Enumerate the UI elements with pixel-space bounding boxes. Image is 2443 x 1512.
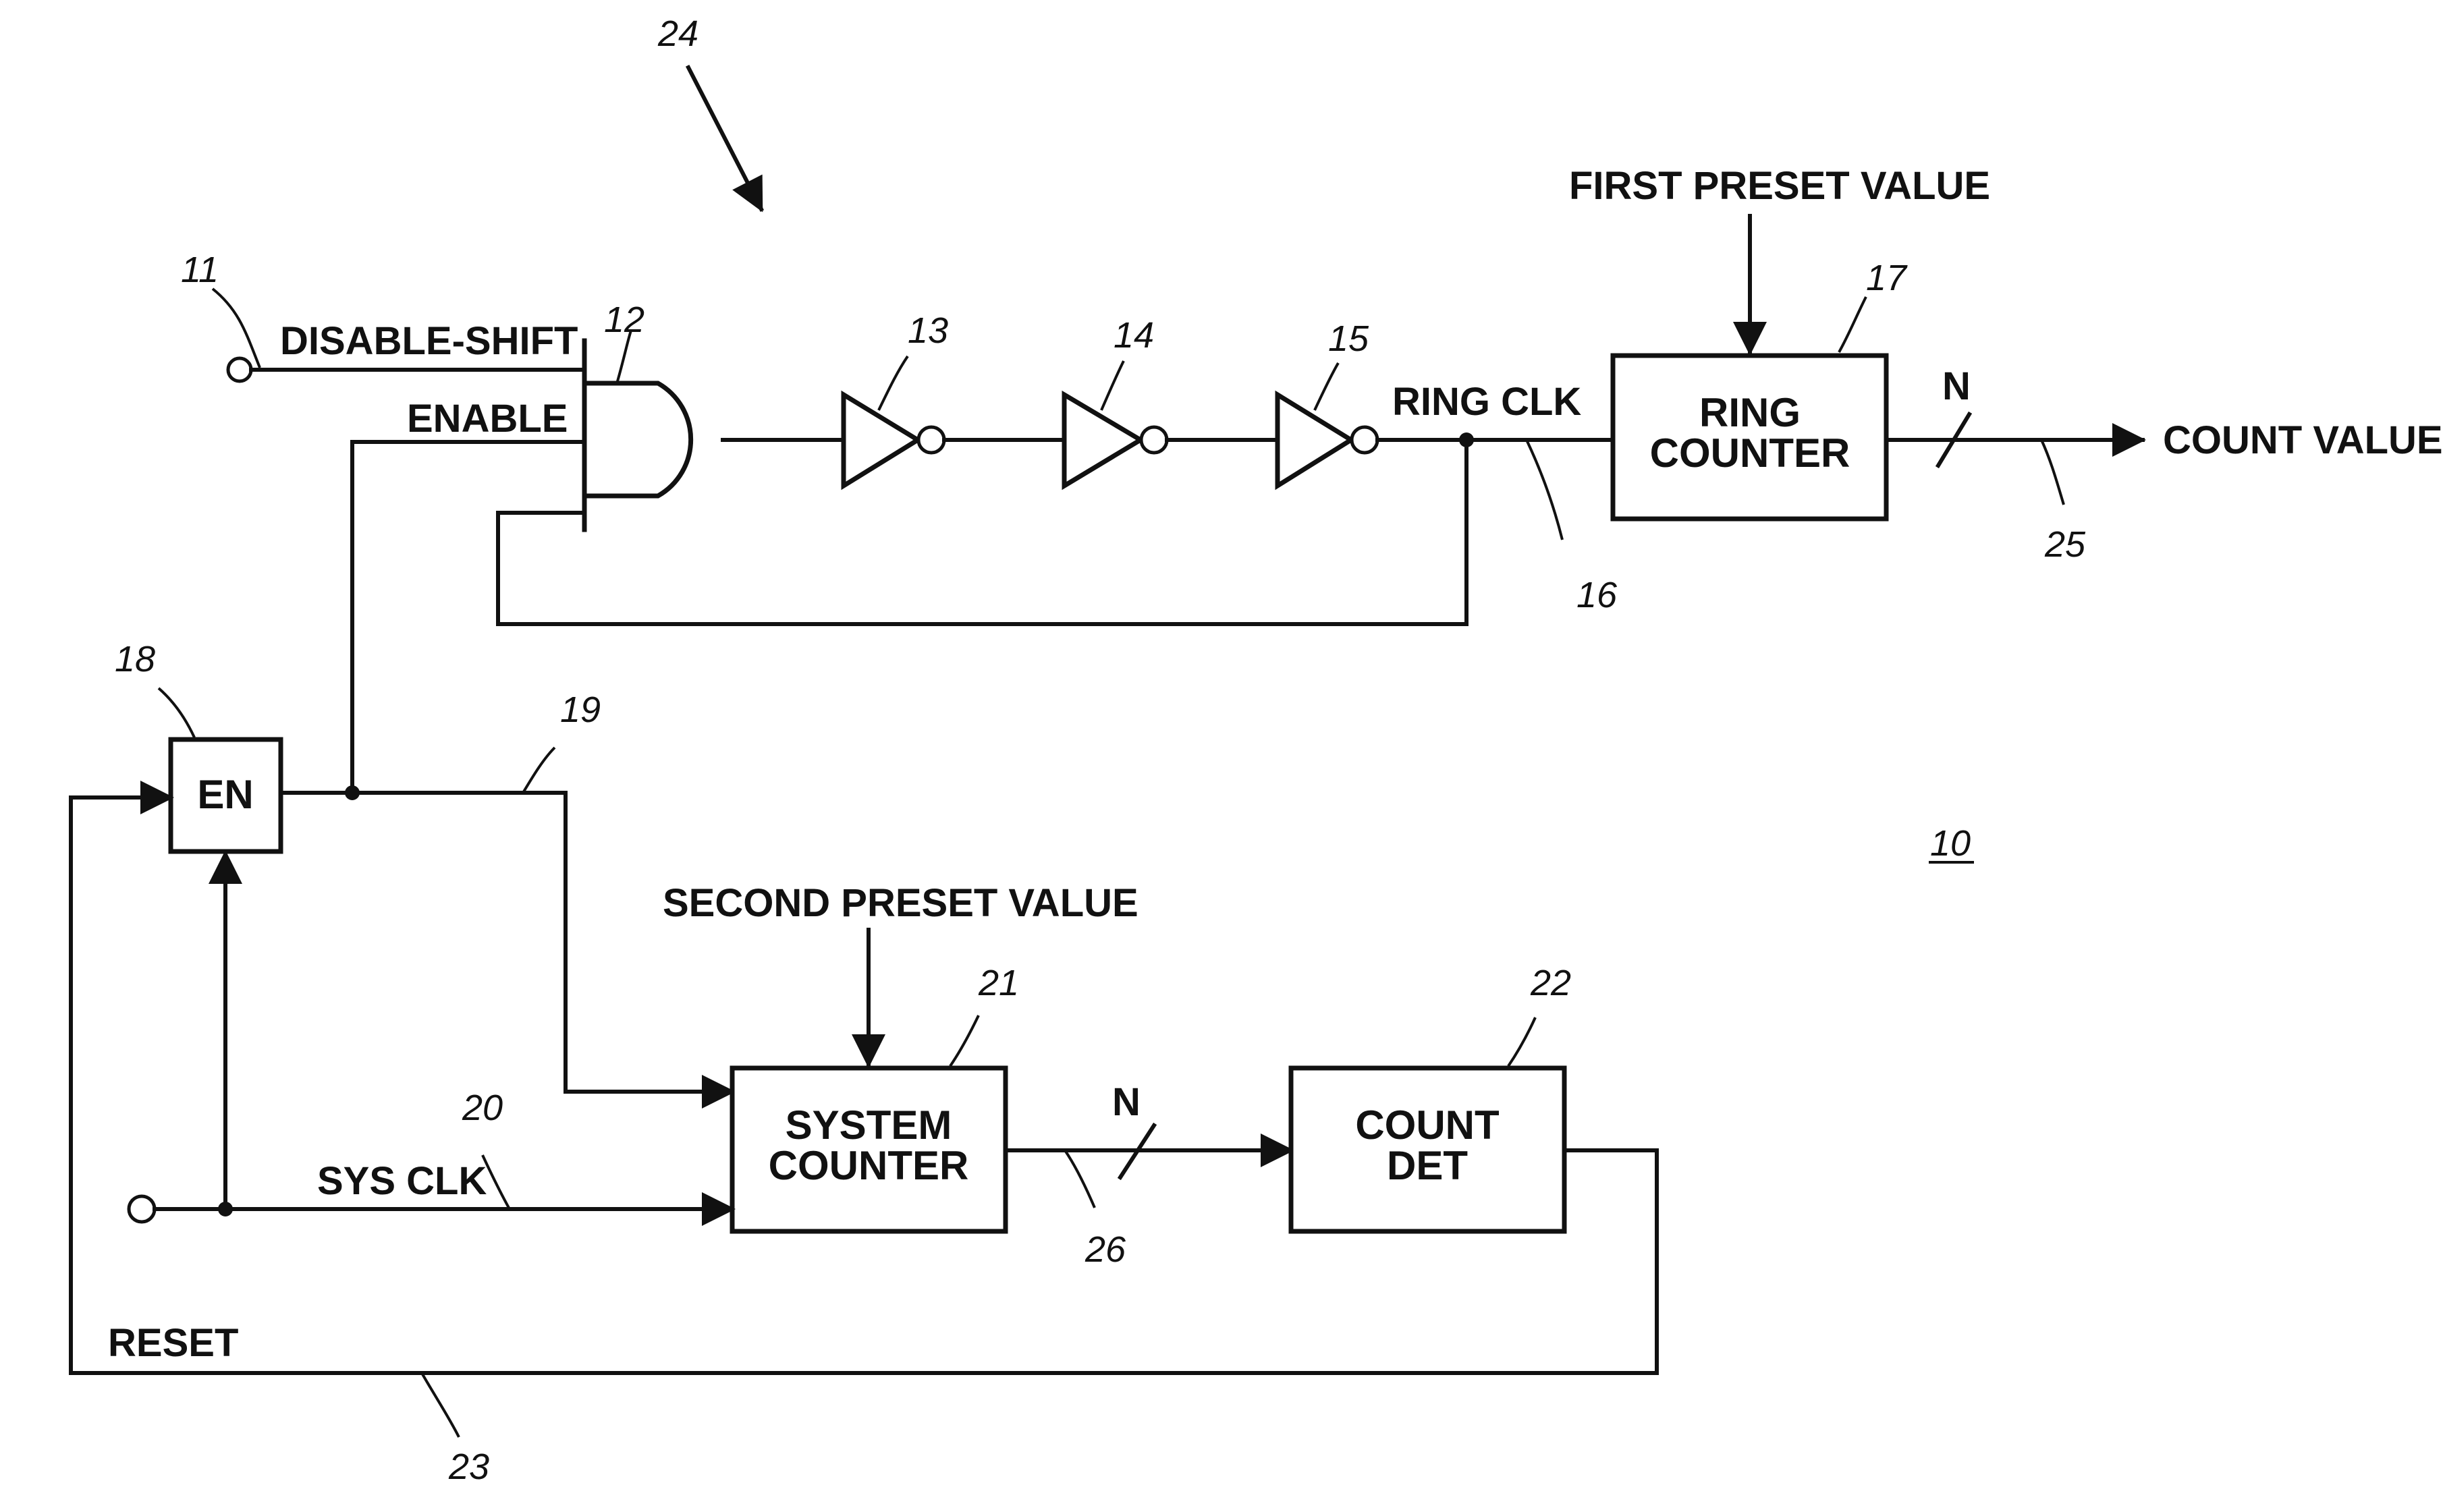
ref-21: 21 <box>978 963 1019 1003</box>
system-counter-label-line2: COUNTER <box>769 1143 969 1188</box>
and-gate-12 <box>584 341 691 530</box>
ref-12: 12 <box>604 300 644 340</box>
disable-shift-label: DISABLE-SHIFT <box>280 319 578 363</box>
bus-width-n-bottom: N <box>1112 1080 1141 1124</box>
system-counter-label-line1: SYSTEM <box>786 1102 952 1148</box>
ref-25: 25 <box>2044 524 2086 565</box>
ref-14: 14 <box>1114 315 1154 356</box>
ref-19: 19 <box>560 690 601 730</box>
count-det-label-line1: COUNT <box>1355 1102 1499 1148</box>
first-preset-label: FIRST PRESET VALUE <box>1569 164 1990 208</box>
ring-counter-label-line2: COUNTER <box>1650 430 1850 476</box>
sys-clk-label: SYS CLK <box>317 1159 487 1203</box>
count-det-label-line2: DET <box>1387 1143 1468 1188</box>
figure-pointer-arrow <box>688 67 761 209</box>
ref-26: 26 <box>1085 1229 1126 1270</box>
figure-number: 10 <box>1930 823 1971 864</box>
inverter-13 <box>844 395 944 486</box>
ring-clk-junction <box>1459 432 1474 447</box>
inverter-14 <box>1064 395 1167 486</box>
enable-label: ENABLE <box>407 397 568 441</box>
enable-junction <box>345 785 360 800</box>
ref-23: 23 <box>448 1447 489 1487</box>
ring-clk-label: RING CLK <box>1392 380 1581 424</box>
bus-width-n-top: N <box>1942 364 1971 408</box>
ref-18: 18 <box>115 639 155 679</box>
ref-13: 13 <box>908 310 948 351</box>
ref-15: 15 <box>1328 318 1369 359</box>
ring-counter-label-line1: RING <box>1699 390 1801 435</box>
reset-label: RESET <box>108 1321 238 1365</box>
ref-11: 11 <box>181 250 219 290</box>
inverter-15 <box>1278 395 1377 486</box>
ref-17: 17 <box>1866 258 1908 298</box>
en-label: EN <box>197 772 253 817</box>
count-value-label: COUNT VALUE <box>2163 418 2443 462</box>
ref-16: 16 <box>1576 575 1618 615</box>
second-preset-label: SECOND PRESET VALUE <box>663 881 1138 925</box>
sys-clk-terminal <box>129 1196 155 1222</box>
disable-shift-terminal <box>228 358 251 381</box>
ref-20: 20 <box>462 1088 503 1128</box>
ref-22: 22 <box>1530 963 1571 1003</box>
ref-24: 24 <box>657 13 698 54</box>
